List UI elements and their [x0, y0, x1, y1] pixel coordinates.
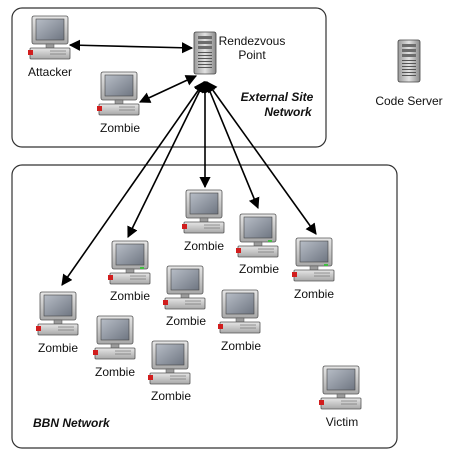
connection-arrows: [61, 39, 317, 286]
desktop-computer-icon: [92, 315, 136, 360]
bbn-zombie-computer: [35, 291, 79, 336]
desktop-computer-icon: [217, 289, 261, 334]
code-server-label: Code Server: [375, 94, 442, 108]
tower-server-icon: [397, 39, 421, 83]
rendezvous-label-line2: Point: [238, 48, 266, 62]
desktop-computer-icon: [147, 340, 191, 385]
desktop-computer-icon: [107, 240, 151, 285]
attacker-label: Attacker: [28, 65, 72, 79]
external-site-title-line2: Network: [264, 105, 313, 119]
attacker-computer: [27, 15, 71, 60]
bbn-zombie-label: Zombie: [184, 239, 224, 253]
arrow-attacker-rendezvous: [68, 39, 194, 54]
desktop-computer-icon: [96, 71, 140, 116]
desktop-computer-icon: [162, 265, 206, 310]
external-zombie-computer: [96, 71, 140, 116]
bbn-zombie-computer: [235, 213, 279, 258]
arrow-rendezvous-zombie-2: [127, 80, 205, 239]
bbn-zombie-label: Zombie: [110, 289, 150, 303]
desktop-computer-icon: [318, 365, 362, 410]
tower-server-icon: [193, 31, 217, 75]
desktop-computer-icon: [27, 15, 71, 60]
bbn-zombie-computer: [162, 265, 206, 310]
external-zombie-label: Zombie: [100, 121, 140, 135]
bbn-zombie-label: Zombie: [239, 262, 279, 276]
bbn-zombie-label: Zombie: [294, 287, 334, 301]
desktop-computer-icon: [235, 213, 279, 258]
bbn-zombie-computer: [107, 240, 151, 285]
bbn-zombie-label: Zombie: [95, 365, 135, 379]
code-server: [397, 39, 421, 83]
bbn-zombie-computer: [92, 315, 136, 360]
rendezvous-label-line1: Rendezvous: [219, 34, 286, 48]
desktop-computer-icon: [181, 189, 225, 234]
victim-label: Victim: [326, 415, 358, 429]
bbn-zombie-computer: [291, 237, 335, 282]
bbn-zombie-computer: [181, 189, 225, 234]
bbn-network-title: BBN Network: [33, 416, 111, 430]
victim-computer: [318, 365, 362, 410]
bbn-zombie-label: Zombie: [166, 314, 206, 328]
bbn-zombie-label: Zombie: [38, 341, 78, 355]
bbn-zombie-label: Zombie: [221, 339, 261, 353]
bbn-zombie-label: Zombie: [151, 389, 191, 403]
desktop-computer-icon: [35, 291, 79, 336]
rendezvous-server: [193, 31, 217, 75]
desktop-computer-icon: [291, 237, 335, 282]
arrow-rendezvous-zombie-5: [206, 81, 317, 235]
external-site-title-line1: External Site: [241, 90, 314, 104]
bbn-zombie-computer: [147, 340, 191, 385]
bbn-zombie-computer: [217, 289, 261, 334]
